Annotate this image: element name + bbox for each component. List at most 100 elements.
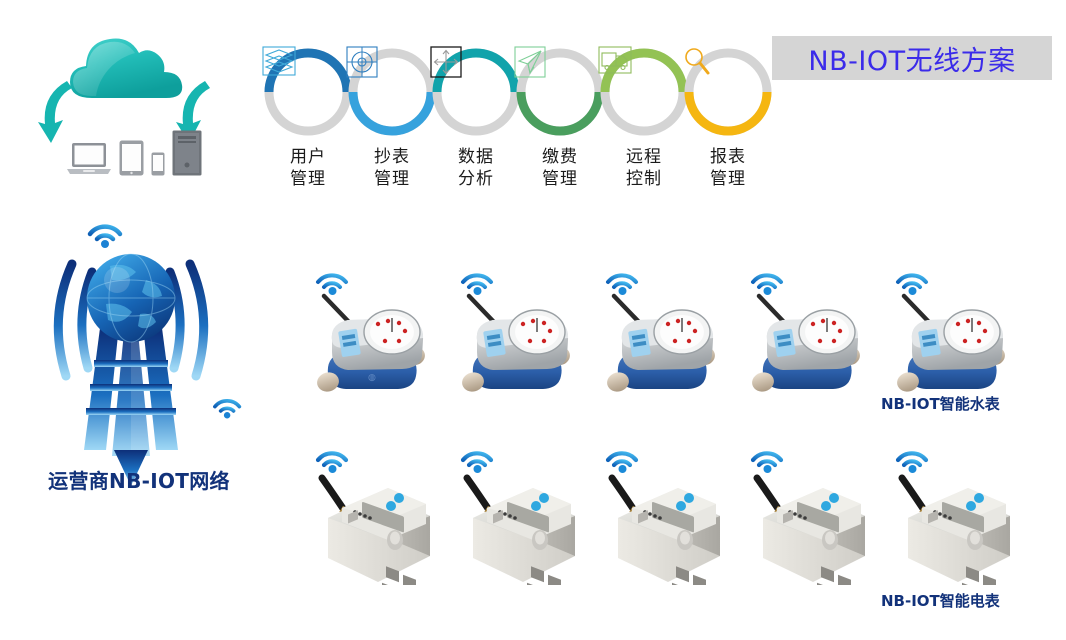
wifi-signal-icon	[896, 273, 928, 295]
operator-network-tower-group	[14, 200, 264, 490]
water-meter-4[interactable]	[737, 252, 877, 407]
meter-button-2	[386, 501, 396, 511]
wifi-signal-icon	[315, 451, 349, 473]
server-tower-icon	[172, 130, 202, 176]
lcd-display	[507, 502, 549, 533]
chain-item-payment[interactable]: 缴费 管理	[514, 46, 618, 191]
meter-button-2	[531, 501, 541, 511]
ring-6	[682, 46, 774, 138]
cloud-icon	[70, 38, 183, 98]
chain-label-6-line2: 管理	[710, 169, 746, 190]
meter-button-1	[974, 493, 984, 503]
chain-label-2: 抄表 管理	[346, 146, 438, 191]
svg-text:◍: ◍	[368, 373, 376, 383]
page-title: NB-IOT无线方案	[808, 45, 1016, 77]
phone-icon	[151, 152, 165, 176]
electric-meter-housing	[328, 488, 430, 608]
electric-meter-housing	[618, 488, 720, 608]
wifi-signal-icon	[461, 273, 493, 295]
cloud-download-arrow-icon	[38, 81, 72, 143]
meter-dial	[943, 309, 1001, 355]
chain-label-6-line1: 报表	[710, 147, 746, 167]
water-meter-1[interactable]: ◍	[302, 252, 442, 407]
wifi-signal-icon	[605, 451, 639, 473]
meter-button-2	[676, 501, 686, 511]
chain-label-1: 用户 管理	[262, 146, 354, 191]
ring-2	[346, 46, 438, 138]
chain-item-remote-control[interactable]: 远程 控制	[598, 46, 702, 191]
laptop-icon	[67, 143, 111, 174]
ring-1	[262, 46, 354, 138]
chain-label-5: 远程 控制	[598, 146, 690, 191]
lcd-display	[942, 502, 984, 533]
electric-meter-housing	[473, 488, 575, 608]
indicator-leds	[353, 510, 372, 520]
expand-arrows-icon	[430, 46, 522, 138]
chain-item-meter-reading[interactable]: 抄表 管理	[346, 46, 450, 191]
meter-button-1	[829, 493, 839, 503]
meter-dial	[653, 309, 711, 355]
lcd-display	[362, 502, 404, 533]
indicator-leds	[933, 510, 952, 520]
chain-label-6: 报表 管理	[682, 146, 774, 191]
water-meter-2[interactable]	[447, 252, 587, 407]
chain-label-4-line1: 缴费	[542, 147, 578, 167]
lcd-display	[797, 502, 839, 533]
chain-label-5-line1: 远程	[626, 147, 662, 167]
chain-label-1-line2: 管理	[290, 169, 326, 190]
wifi-signal-icon	[750, 451, 784, 473]
electric-meter-4[interactable]	[737, 430, 887, 608]
layers-icon	[262, 46, 354, 138]
tower-label: 运营商NB-IOT网络	[48, 469, 230, 493]
tower-structure	[84, 328, 178, 486]
lcd-display	[652, 502, 694, 533]
meter-dial	[508, 309, 566, 355]
cloud-upload-arrow-icon	[176, 81, 210, 143]
antenna-icon	[753, 474, 783, 514]
page-title-badge: NB-IOT无线方案	[772, 36, 1052, 80]
chain-label-5-line2: 控制	[626, 169, 662, 190]
meter-button-1	[394, 493, 404, 503]
chain-item-user-management[interactable]: 用户 管理	[262, 46, 366, 191]
water-meter-3[interactable]	[592, 252, 732, 407]
meter-button-1	[539, 493, 549, 503]
wifi-signal-icon	[316, 273, 348, 295]
wifi-signal-icon-top	[87, 224, 123, 248]
electric-meter-2[interactable]	[447, 430, 597, 608]
chain-label-4-line2: 管理	[542, 169, 578, 190]
ring-3	[430, 46, 522, 138]
chain-item-reports[interactable]: 报表 管理	[682, 46, 786, 191]
chain-label-3-line2: 分析	[458, 169, 494, 190]
chain-label-4: 缴费 管理	[514, 146, 606, 191]
wifi-signal-icon	[895, 451, 929, 473]
meter-button-1	[684, 493, 694, 503]
water-meter-5[interactable]	[882, 252, 1022, 407]
wifi-signal-icon-right	[213, 399, 242, 419]
electric-meter-housing	[908, 488, 1010, 608]
cloud-computing-group	[22, 22, 232, 182]
chain-label-1-line1: 用户	[290, 147, 326, 167]
electric-meter-housing	[763, 488, 865, 608]
ring-5	[598, 46, 690, 138]
target-icon	[346, 46, 438, 138]
paper-plane-icon	[514, 46, 606, 138]
chain-label-2-line1: 抄表	[374, 147, 410, 167]
electric-meter-3[interactable]	[592, 430, 742, 608]
chain-label-2-line2: 管理	[374, 169, 410, 190]
antenna-icon	[463, 474, 493, 514]
globe-icon	[86, 253, 176, 343]
ring-4	[514, 46, 606, 138]
wifi-signal-icon	[751, 273, 783, 295]
electric-meter-1[interactable]	[302, 430, 452, 608]
wifi-signal-icon	[460, 451, 494, 473]
chain-label-3-line1: 数据	[458, 147, 494, 167]
process-circle-chain: 用户 管理 抄表 管理	[262, 46, 774, 206]
electric-meter-5[interactable]	[882, 430, 1032, 608]
truck-icon	[598, 46, 690, 138]
search-icon	[682, 46, 774, 138]
meter-dial	[363, 309, 421, 355]
tablet-icon	[119, 140, 144, 176]
wifi-signal-icon	[606, 273, 638, 295]
chain-label-3: 数据 分析	[430, 146, 522, 191]
chain-item-data-analysis[interactable]: 数据 分析	[430, 46, 534, 191]
